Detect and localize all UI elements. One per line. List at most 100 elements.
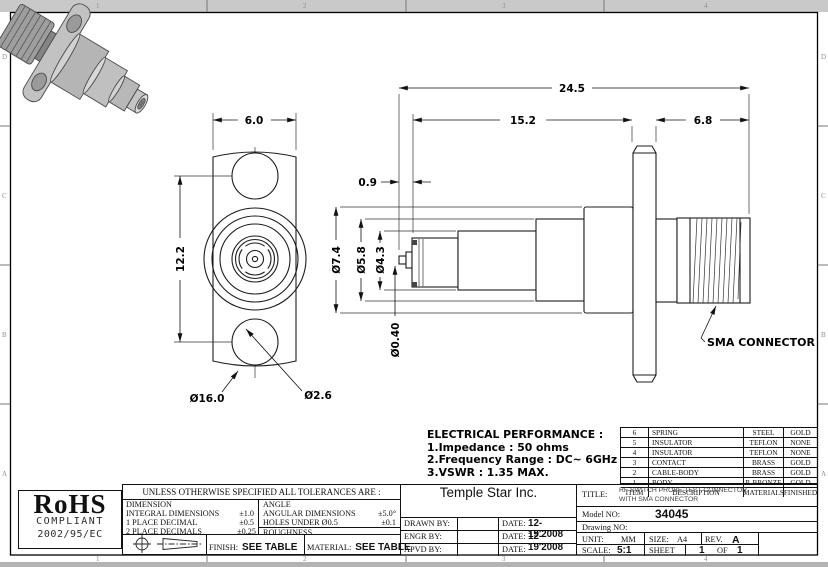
dim-side-tip-offset: 0.9: [358, 177, 431, 189]
drawn-date: 12-19'2008: [528, 518, 564, 540]
roughness-row: ROUGHNESS: [259, 527, 400, 537]
drawing-no-label: Drawing NO:: [582, 523, 628, 532]
zone-right-b: B: [821, 331, 826, 339]
rev-value: A: [732, 534, 740, 546]
table-row: 3 CONTACT BRASS GOLD: [621, 458, 817, 468]
material: TEFLON: [743, 448, 783, 457]
header-item: ITEM: [625, 488, 644, 497]
header-materials: MATERIALS: [743, 488, 783, 497]
table-row: 4 INSULATOR TEFLON NONE: [621, 448, 817, 458]
zone-top-2: 2: [303, 2, 307, 10]
dim-text-24-5: 24.5: [559, 83, 585, 95]
material: P. BRONZE: [743, 478, 783, 487]
divider: [644, 532, 645, 544]
rohs-directive: 2002/95/EC: [37, 529, 103, 540]
side-pin: [398, 255, 407, 265]
drawing-title: RF SWITCH PROBE TEST CONNECTOR WITH SMA …: [619, 487, 747, 504]
zone-bottom-4: 4: [704, 555, 708, 563]
divider: [758, 532, 759, 556]
item-no: 5: [632, 438, 637, 447]
electrical-item-frequency: 2.Frequency Range : DC~ 6GHz: [427, 453, 618, 467]
divider: [401, 517, 576, 518]
drawn-by-label: DRAWN BY:: [404, 519, 450, 528]
zone-bottom-1: 1: [96, 555, 100, 563]
divider: [577, 521, 818, 522]
side-front-block: [411, 237, 459, 288]
tol-label: ANGULAR DIMENSIONS: [263, 509, 356, 518]
item-no: 1: [632, 478, 637, 487]
dim-text-4-3: Ø4.3: [375, 246, 387, 274]
dim-side-sma: 6.8: [656, 115, 749, 127]
tol-value: ±0.1: [381, 518, 396, 527]
description: INSULATOR: [648, 448, 743, 457]
table-row: 6 SPRING STEEL GOLD: [621, 428, 817, 438]
item-no: 4: [632, 448, 637, 457]
zone-right-d: D: [821, 53, 827, 61]
engr-by-label: ENGR BY:: [404, 532, 442, 541]
material-cell: MATERIAL: SEE TABLE: [307, 537, 411, 555]
side-sma-body: [676, 217, 751, 304]
model-no-label: Model NO:: [582, 510, 621, 519]
material: STEEL: [743, 428, 783, 437]
zone-left-c: C: [2, 192, 7, 200]
description: SPRING: [648, 428, 743, 437]
divider: [644, 544, 645, 556]
tolerance-block: UNLESS OTHERWISE SPECIFIED ALL TOLERANCE…: [122, 484, 411, 555]
tol-value: ±0.5: [239, 518, 254, 527]
tol-label: INTEGRAL DIMENSIONS: [126, 509, 220, 518]
zone-top-1: 1: [96, 2, 100, 10]
divider: [701, 532, 702, 544]
dim-front-width: 6.0: [212, 113, 297, 150]
model-no-value: 34045: [655, 507, 689, 521]
rohs-logo: RoHS: [33, 489, 107, 519]
scale-value: 5:1: [617, 545, 632, 556]
divider: [577, 506, 818, 507]
zone-right-c: C: [821, 192, 826, 200]
side-pin-step: [405, 251, 413, 269]
material: BRASS: [743, 458, 783, 467]
dim-side-d-pin: Ø0.40: [390, 266, 402, 357]
isometric-view: [0, 3, 149, 114]
table-row: 5 INSULATOR TEFLON NONE: [621, 438, 817, 448]
divider: [206, 535, 207, 554]
divider: [685, 544, 686, 556]
tol-value: ±5.0°: [377, 509, 396, 518]
finish: GOLD: [783, 468, 817, 477]
dim-text-5-8: Ø5.8: [356, 246, 368, 274]
sma-connector-label: SMA CONNECTOR: [700, 305, 815, 349]
zone-left-a: A: [2, 470, 8, 478]
divider: [401, 530, 576, 531]
table-row: 2 CABLE-BODY BRASS GOLD: [621, 468, 817, 478]
zone-top-4: 4: [704, 2, 708, 10]
iso-hole-top: [66, 14, 82, 33]
dim-text-2-6: Ø2.6: [304, 390, 332, 402]
dim-front-flange-leader: Ø16.0: [190, 370, 239, 405]
tolerance-angle-column: ANGLE ANGULAR DIMENSIONS ±5.0° HOLES UND…: [259, 500, 400, 537]
iso-hole-bottom: [31, 72, 47, 92]
company-block: Temple Star Inc. DRAWN BY: DATE: 12-19'2…: [400, 484, 576, 556]
datum-target-symbol: [133, 535, 151, 553]
title-line1: RF SWITCH PROBE TEST CONNECTOR: [619, 487, 748, 494]
finish: GOLD: [783, 478, 817, 487]
material: TEFLON: [743, 438, 783, 447]
unit-label: UNIT:: [582, 535, 604, 544]
finish-label: FINISH:: [209, 543, 239, 552]
description: CONTACT: [648, 458, 743, 467]
tol-label: 2 PLACE DECIMALS: [126, 527, 202, 536]
tol-value: ±1.0: [239, 509, 254, 518]
dim-text-0-9: 0.9: [358, 177, 377, 189]
dim-front-hole-leader: Ø2.6: [245, 328, 332, 402]
electrical-performance-notes: ELECTRICAL PERFORMANCE : 1.Impedance : 5…: [427, 428, 627, 479]
sheet-num: 1: [699, 545, 705, 556]
electrical-title: ELECTRICAL PERFORMANCE :: [427, 428, 604, 441]
divider: [577, 532, 818, 533]
dim-side-body: 15.2: [413, 115, 632, 127]
dim-side-overall: 24.5: [399, 83, 749, 95]
taper-projection-symbol: [157, 538, 203, 550]
side-collar: [583, 206, 634, 314]
finish: GOLD: [783, 428, 817, 437]
front-flange-plate: [212, 151, 297, 367]
dim-text-7-4: Ø7.4: [331, 246, 343, 274]
description: INSULATOR: [648, 438, 743, 447]
